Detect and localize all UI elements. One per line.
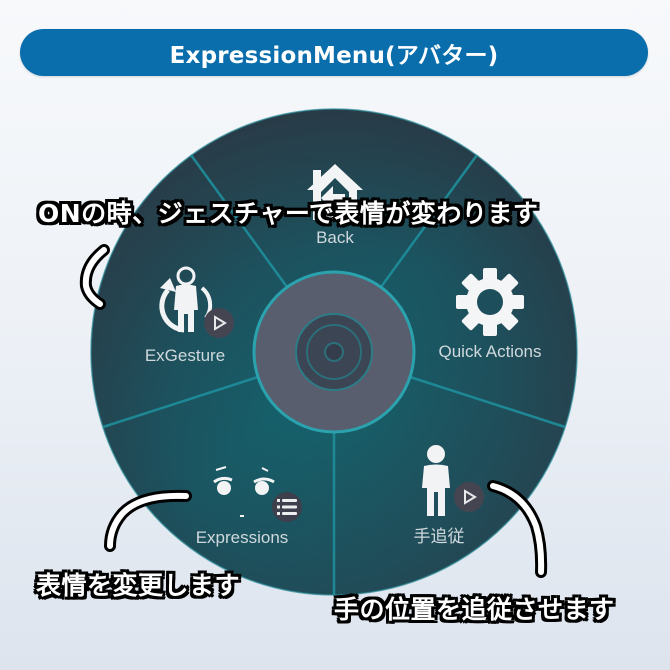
menu-item-hand-follow[interactable]: 手追従 [396, 444, 496, 547]
annotation-bottom-left: 表情を変更します [36, 571, 241, 600]
menu-item-quick-actions[interactable]: Quick Actions [420, 266, 560, 362]
gear-icon [454, 266, 526, 338]
menu-item-back[interactable]: Back [290, 160, 380, 248]
menu-item-label: ExGesture [144, 346, 226, 365]
menu-item-label: Expressions [195, 528, 289, 547]
title-text: ExpressionMenu(アバター) [169, 42, 499, 69]
menu-item-expressions[interactable]: Expressions [182, 458, 302, 548]
person-icon [416, 444, 484, 518]
home-back-icon [303, 160, 367, 224]
title-banner: ExpressionMenu(アバター) [20, 29, 648, 76]
menu-item-exgesture[interactable]: ExGesture [130, 266, 240, 366]
submenu-arrow-icon [454, 482, 484, 512]
face-expression-icon [192, 458, 302, 524]
submenu-arrow-icon [204, 308, 234, 338]
menu-item-label: Back [316, 228, 354, 247]
menu-item-label: 手追従 [413, 527, 465, 546]
sector-dividers [102, 154, 566, 595]
annotation-bottom-right: 手の位置を追従させます [334, 595, 615, 624]
annotation-top: ONの時、ジェスチャーで表情が変わります [38, 199, 539, 228]
menu-item-label: Quick Actions [438, 342, 542, 361]
list-icon [272, 492, 302, 522]
gesture-rotate-person-icon [140, 266, 234, 340]
